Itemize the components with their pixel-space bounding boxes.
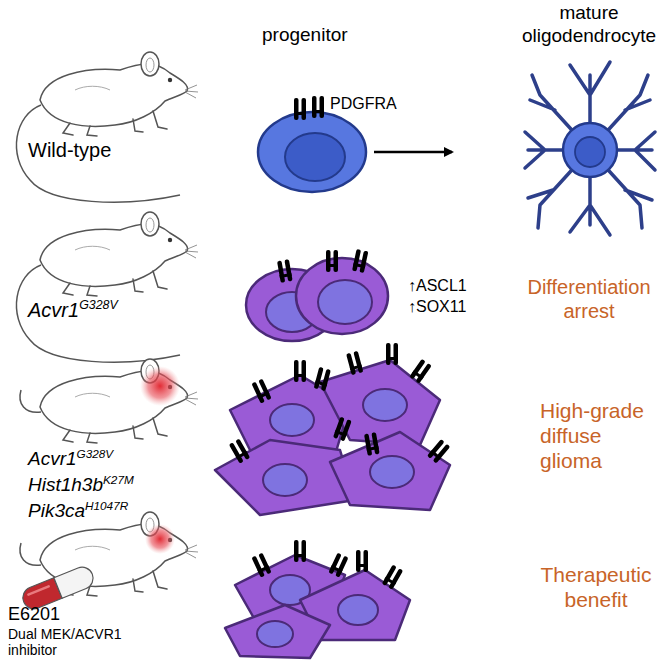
genotype-line: Acvr1G328V — [28, 298, 118, 322]
allele-superscript: G328V — [77, 447, 114, 460]
glioma-receptors — [229, 343, 451, 464]
marker-label: ↑ASCL1 — [408, 276, 498, 295]
differentiation-arrow — [374, 151, 452, 154]
treated-glioma-cells — [225, 555, 410, 658]
marker-label: ↑SOX11 — [408, 297, 498, 316]
mouse-wild-type — [16, 52, 198, 202]
mouse-tail — [20, 390, 41, 412]
drug-description: Dual MEK/ACVR1 inhibitor — [8, 626, 158, 658]
allele-superscript: K27M — [103, 473, 134, 486]
treated-receptors — [251, 540, 403, 590]
gene-name: Acvr1 — [28, 299, 79, 321]
genotype-line: Acvr1G328V — [28, 447, 113, 471]
outcome-label: Differentiation arrest — [518, 275, 660, 323]
gene-name: Acvr1 — [28, 448, 77, 469]
outcome-label: High-grade diffuse glioma — [540, 398, 660, 474]
oligodendrocyte — [525, 62, 655, 235]
receptor-label: PDGFRA — [330, 94, 410, 113]
genotype-line: Hist1h3bK27M — [28, 473, 134, 497]
genotype-line: Pik3caH1047R — [28, 499, 128, 523]
column-heading: progenitor — [262, 24, 372, 47]
allele-superscript: H1047R — [85, 499, 128, 512]
gene-name: Pik3ca — [28, 500, 85, 521]
column-heading: mature oligodendrocyte — [518, 2, 660, 48]
tumor-spot — [140, 366, 180, 406]
mouse-body — [40, 359, 198, 443]
arrested-progenitor-cells — [246, 249, 388, 341]
drug-name: E6201 — [8, 604, 98, 626]
mouse-glioma — [20, 359, 198, 443]
mouse-tail — [20, 543, 41, 565]
allele-superscript: G328V — [79, 298, 118, 312]
genotype-label: Wild-type — [28, 138, 158, 162]
mouse-body — [40, 52, 198, 136]
mouse-body — [40, 212, 198, 296]
glioma-cells — [215, 360, 450, 515]
gene-name: Hist1h3b — [28, 474, 103, 495]
tumor-spot — [145, 524, 175, 554]
outcome-label: Therapeutic benefit — [532, 562, 660, 612]
mouse-acvr1 — [16, 212, 198, 362]
